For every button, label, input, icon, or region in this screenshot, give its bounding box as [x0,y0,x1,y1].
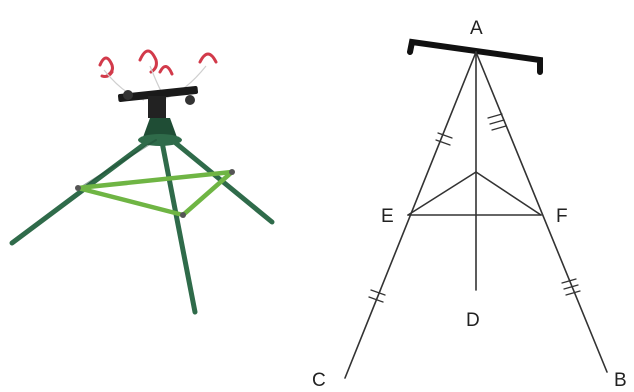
tick-marks [368,113,581,303]
sprinkler-head [117,86,199,146]
tripod-braces [75,169,235,218]
label-C: C [312,370,326,391]
label-A: A [470,18,483,39]
label-B: B [614,370,627,391]
geometry-diagram [344,38,608,379]
tripod-legs [9,137,275,315]
label-D: D [466,310,480,331]
segment-AB [475,51,608,373]
label-E: E [381,206,394,227]
label-F: F [556,206,568,227]
top-bar [407,38,543,75]
water-spray-icon [98,49,218,78]
sprinkler-photo [9,49,275,315]
point-labels: A E F D C B [312,18,627,391]
